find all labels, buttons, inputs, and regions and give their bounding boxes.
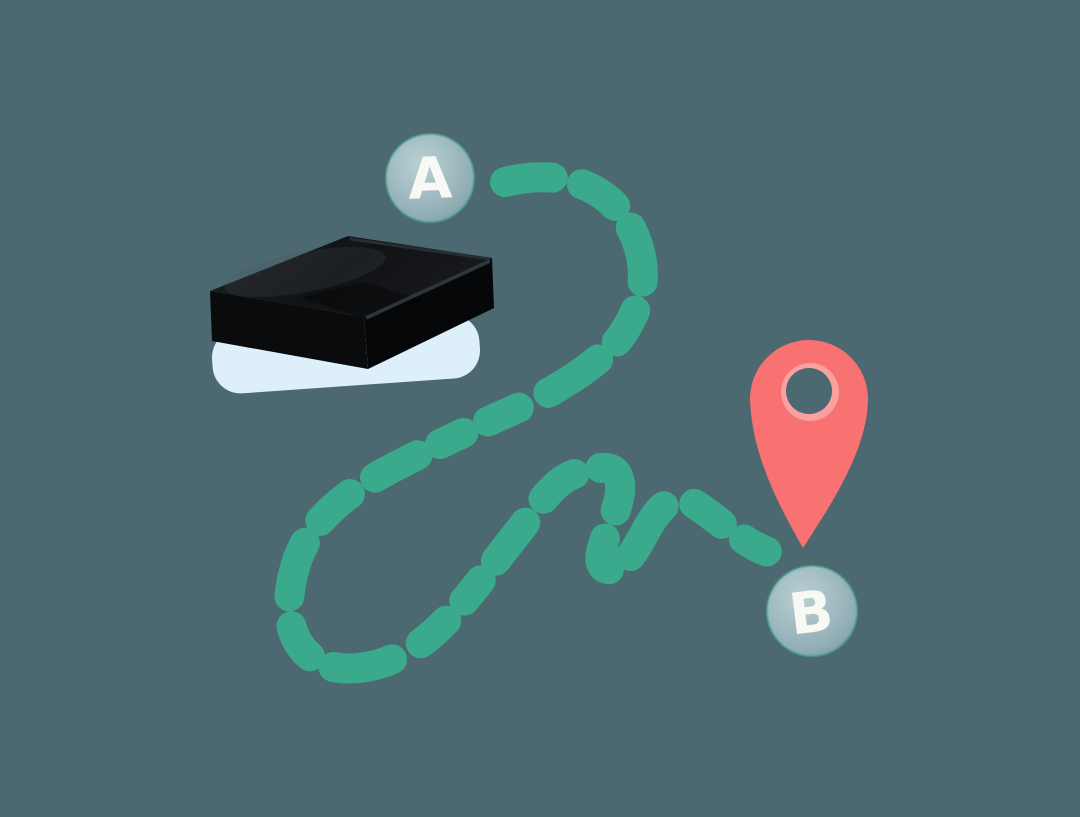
box-top-shadow-streak bbox=[300, 282, 424, 317]
box-top-face bbox=[210, 236, 492, 317]
route-path bbox=[274, 162, 783, 684]
box-front-face bbox=[210, 291, 368, 369]
box-side-face bbox=[364, 258, 494, 369]
location-pin-icon bbox=[749, 339, 868, 548]
start-marker: A bbox=[384, 132, 476, 224]
end-marker-circle bbox=[765, 564, 859, 658]
end-marker: B bbox=[765, 564, 859, 658]
box-side-top-edge-highlight bbox=[365, 259, 491, 320]
start-marker-circle bbox=[384, 132, 476, 224]
start-marker-label: A bbox=[407, 145, 453, 212]
pin-hole bbox=[786, 368, 832, 414]
package-box bbox=[210, 236, 494, 394]
box-top-sheen bbox=[224, 246, 386, 298]
box-top-right-edge-highlight bbox=[349, 237, 491, 261]
end-marker-label: B bbox=[786, 578, 837, 649]
